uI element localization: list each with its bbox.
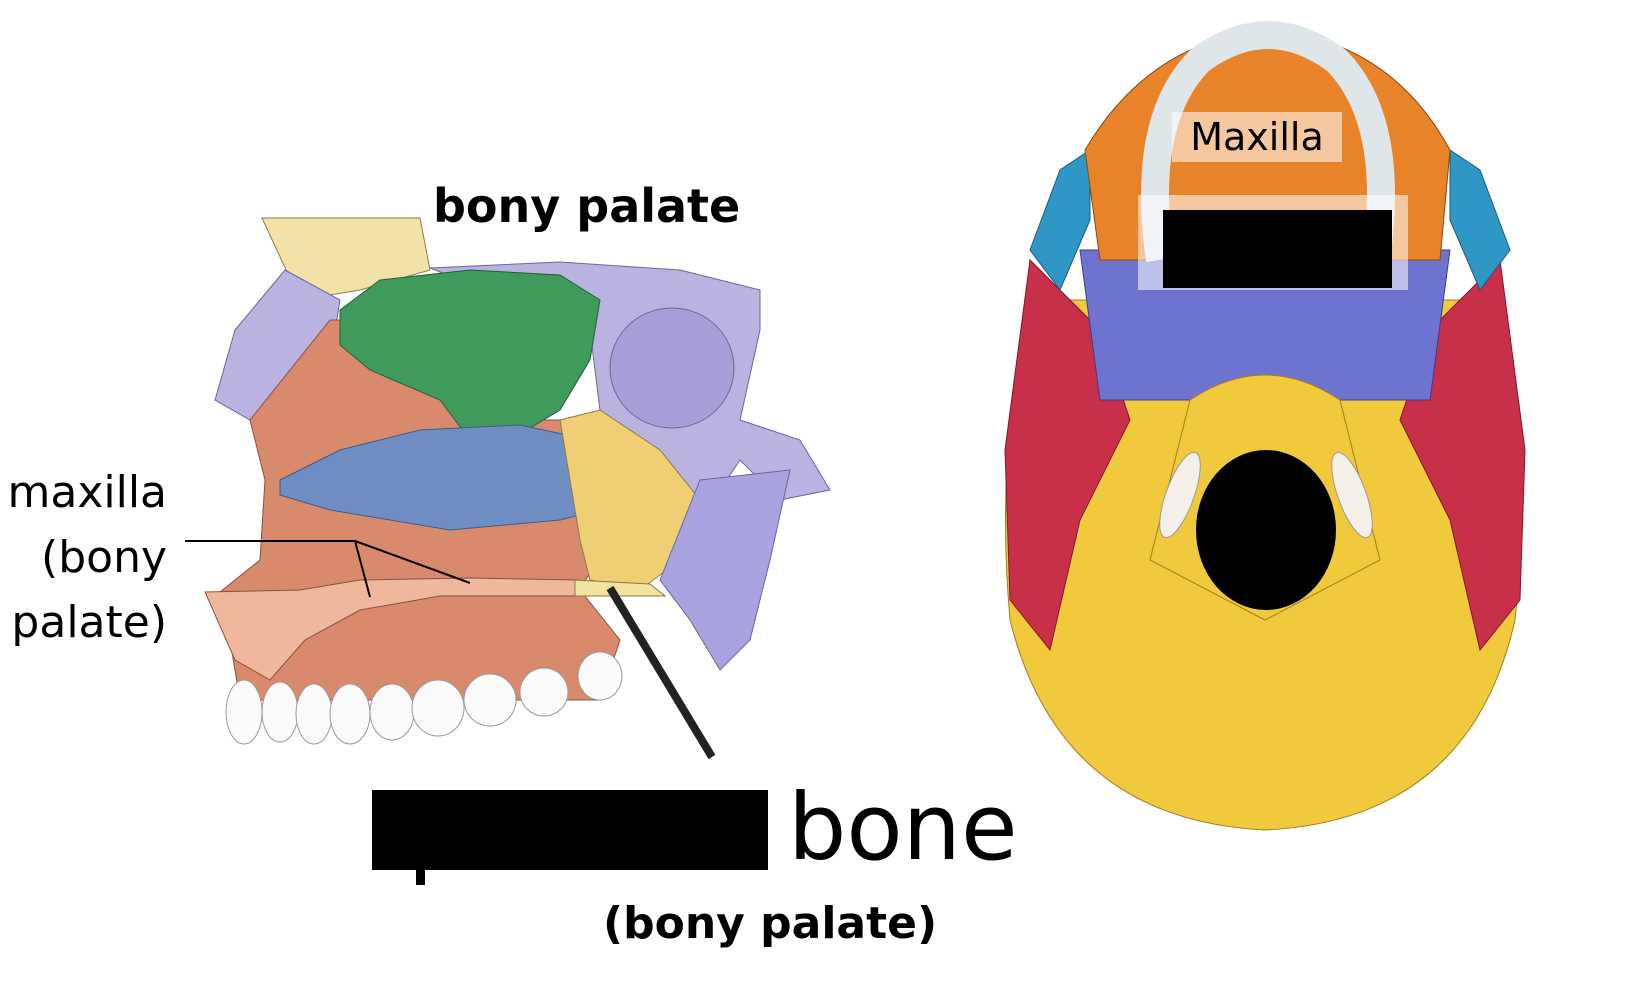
zygomatic-right [1449,149,1511,291]
palatine-pointer-line [606,585,716,760]
occipital-condyle-right [1331,451,1373,539]
pterygoid-plate [659,469,791,671]
hard-palate-maxilla-part [204,577,581,681]
inferior-skull-view [1004,21,1526,831]
bony-palate-title: bony palate [433,179,741,233]
maxilla-label: maxilla (bony palate) [8,460,168,655]
foramen-magnum [1196,450,1336,610]
maxilla-label-line-1: maxilla [7,467,168,518]
upper-teeth [225,651,623,745]
bone-label: bone [788,774,1018,881]
sphenoid-sinus [609,307,735,429]
maxilla-label-right: Maxilla [1172,112,1342,162]
hard-palate-palatine-part [574,579,667,597]
bony-palate-sublabel: (bony palate) [603,898,938,949]
upper-teeth-arch [1141,21,1395,262]
redaction-tick [416,868,425,885]
occipital-condyle-left [1159,451,1201,539]
sagittal-skull-section [204,217,831,745]
redaction-box-left [372,790,768,870]
redaction-box-right [1163,210,1392,288]
maxilla-label-line-3: palate) [11,597,167,648]
maxilla-leader-lines [185,540,471,598]
zygomatic-left [1029,149,1091,291]
maxilla-label-line-2: (bony [41,532,167,583]
superior-middle-concha [339,269,601,441]
